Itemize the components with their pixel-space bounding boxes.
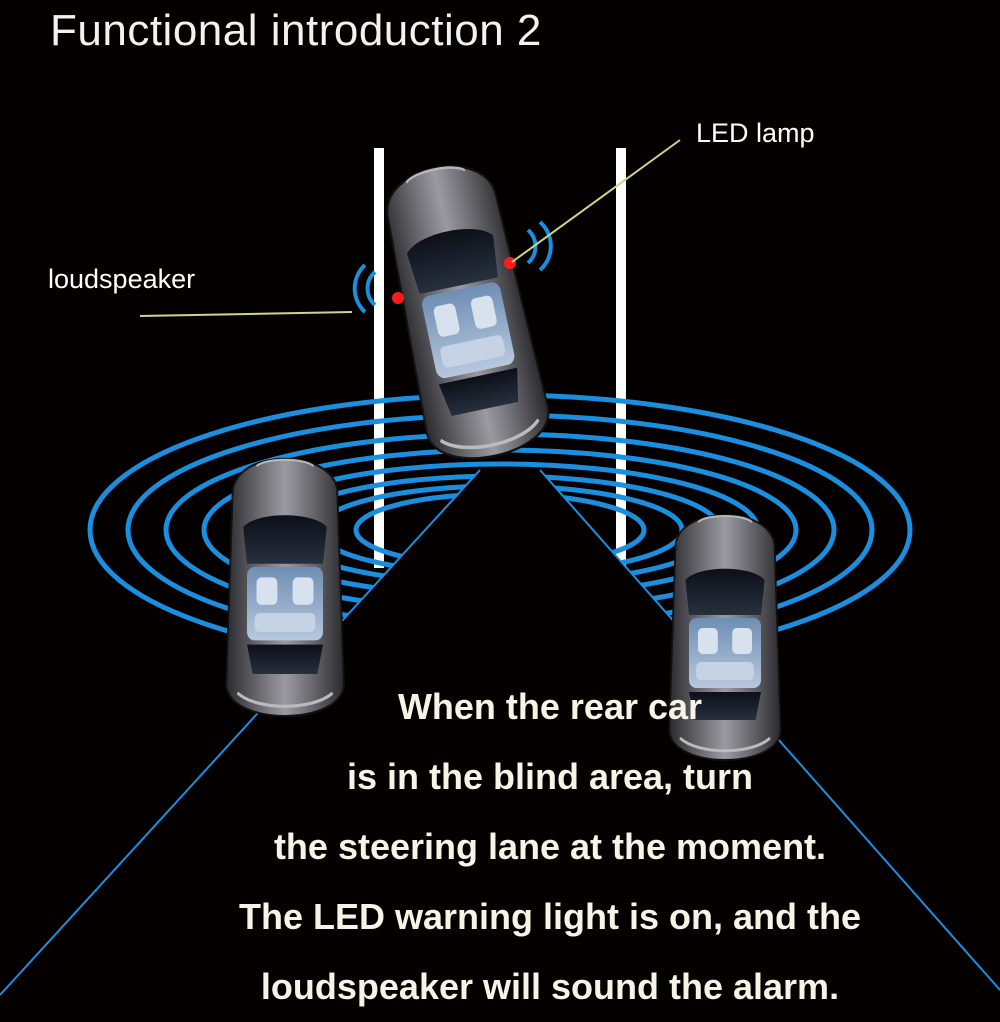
loudspeaker-label: loudspeaker [48,264,196,294]
speaker-pointer-line [139,311,353,317]
page-title: Functional introduction 2 [50,6,542,55]
detection-zone-left-edge [0,469,481,996]
description-line: is in the blind area, turn [346,756,754,797]
main-car [371,153,558,471]
description-line: the steering lane at the moment. [273,826,827,867]
speaker-sound-left [352,263,377,314]
led-left [392,292,404,304]
led-right [504,257,516,269]
led-lamp-label: LED lamp [696,118,815,148]
detection-zone [0,470,1000,1000]
blind-spot-diagram [0,139,1000,1000]
description-line: When the rear car [397,686,703,727]
description-text: When the rear car is in the blind area, … [180,672,920,1022]
description-line: The LED warning light is on, and the [238,896,861,937]
left-lane-line [374,148,384,568]
right-lane-line [616,148,626,568]
speaker-sound-right [526,220,553,272]
description-line: loudspeaker will sound the alarm. [260,966,840,1007]
led-pointer-line [511,139,681,263]
